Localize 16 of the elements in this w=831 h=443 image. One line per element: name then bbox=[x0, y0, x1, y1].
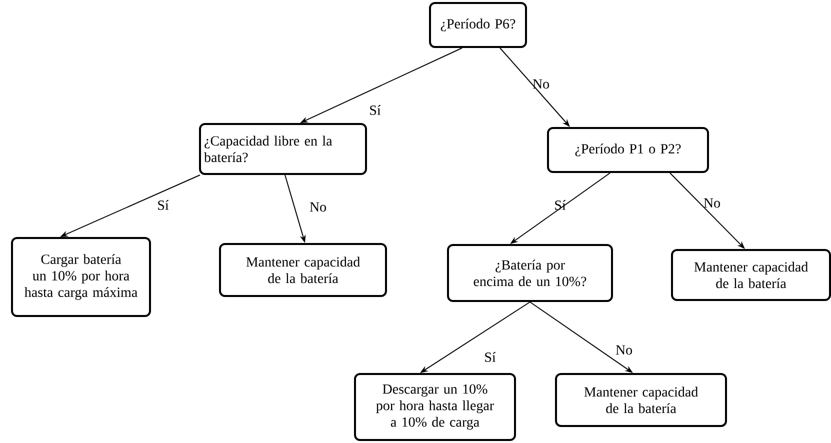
edge-label: No bbox=[310, 202, 326, 212]
decision-box: ¿Capacidad libre en la batería? bbox=[199, 123, 367, 175]
edge-label: No bbox=[704, 198, 720, 208]
decision-box: ¿Período P6? bbox=[429, 2, 527, 48]
edge-label: Sí bbox=[370, 105, 381, 115]
edge-label: Sí bbox=[158, 200, 169, 210]
decision-box: ¿Batería por encima de un 10%? bbox=[447, 244, 613, 302]
edge-label: No bbox=[532, 79, 550, 89]
edge-label: No bbox=[616, 345, 632, 355]
edge-label: Sí bbox=[485, 352, 496, 362]
decision-box: ¿Período P1 o P2? bbox=[547, 126, 709, 173]
decision-box: Mantener capacidad de la batería bbox=[671, 248, 831, 301]
decision-box: Mantener capacidad de la batería bbox=[555, 372, 727, 427]
decision-box: Cargar batería un 10% por hora hasta carga máxima bbox=[11, 236, 151, 317]
decision-box: Mantener capacidad de la batería bbox=[219, 243, 387, 297]
decision-box: Descargar un 10% por hora hasta llegar a 10% de carga bbox=[354, 372, 516, 441]
